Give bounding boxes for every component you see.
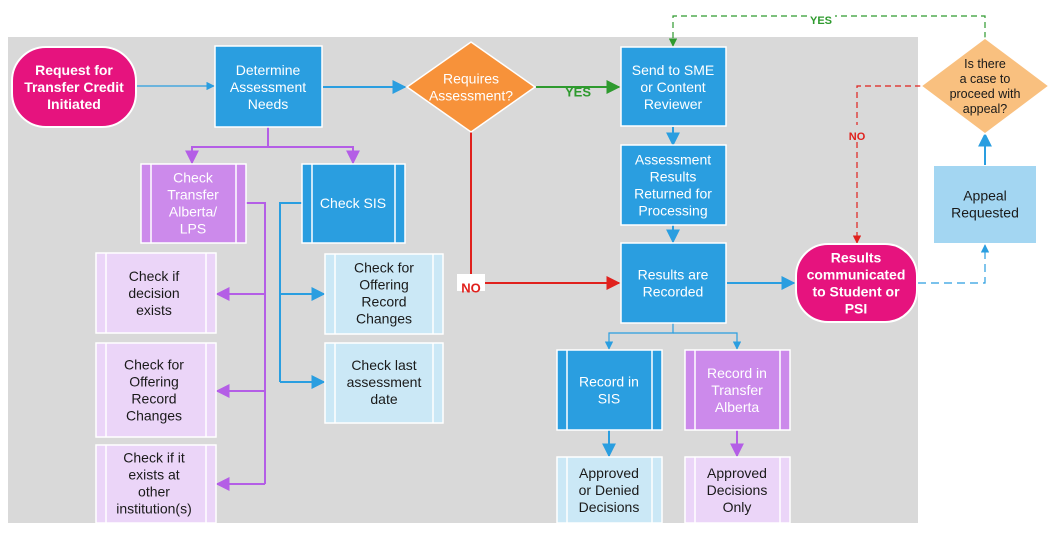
label-no-appeal-bg bbox=[847, 125, 867, 139]
arrow-sis-branch bbox=[279, 202, 302, 382]
label-no-appeal: NO bbox=[849, 131, 866, 143]
label-yes-appeal: YES bbox=[810, 15, 832, 27]
arrow-recorded-to-record-sis bbox=[604, 323, 674, 350]
arrow-determine-to-checks bbox=[185, 127, 269, 165]
arrow-communicated-to-appeal bbox=[918, 244, 990, 284]
node-check-sis: Check SIS bbox=[301, 163, 406, 244]
node-check-sis-text: Check SIS bbox=[320, 195, 386, 211]
connectors bbox=[137, 15, 992, 491]
arrow-appeal-yes bbox=[668, 15, 986, 47]
label-yes-requires: YES bbox=[565, 85, 591, 100]
label-no-requires-bg bbox=[457, 274, 485, 291]
label-yes-appeal-bg bbox=[807, 9, 835, 23]
label-no-requires: NO bbox=[461, 281, 481, 296]
arrow-recorded-to-record-ta bbox=[673, 332, 742, 350]
arrow-determine-to-check-sis bbox=[268, 146, 360, 165]
arrow-appeal-no bbox=[852, 85, 921, 244]
